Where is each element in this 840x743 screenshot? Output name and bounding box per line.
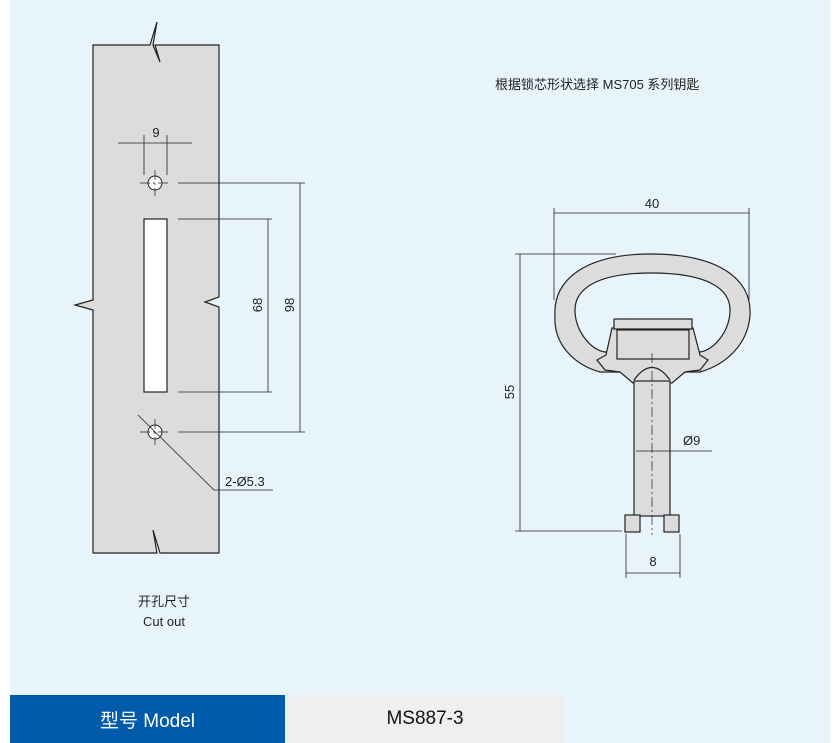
cutout-slot (143, 218, 168, 393)
key-dimensions (515, 208, 750, 578)
dim-hole: 2-Ø5.3 (225, 474, 265, 489)
key-drawing (554, 253, 751, 535)
cutout-caption-en: Cut out (143, 614, 185, 629)
dim-slot-68: 68 (250, 298, 265, 312)
key-note: 根据锁芯形状选择 MS705 系列钥匙 (495, 77, 699, 92)
dim-shaft-diameter: Ø9 (683, 433, 700, 448)
dim-key-height-55: 55 (502, 385, 517, 399)
cutout-plate (72, 21, 220, 554)
cutout-dimensions (118, 135, 305, 491)
dim-total-98: 98 (282, 298, 297, 312)
model-label: 型号 Model (10, 695, 285, 743)
cutout-caption-cn: 开孔尺寸 (138, 594, 190, 609)
dim-width-9: 9 (152, 125, 159, 140)
dim-key-width-40: 40 (645, 196, 659, 211)
model-value: MS887-3 (287, 695, 563, 743)
dim-tip-8: 8 (649, 554, 656, 569)
